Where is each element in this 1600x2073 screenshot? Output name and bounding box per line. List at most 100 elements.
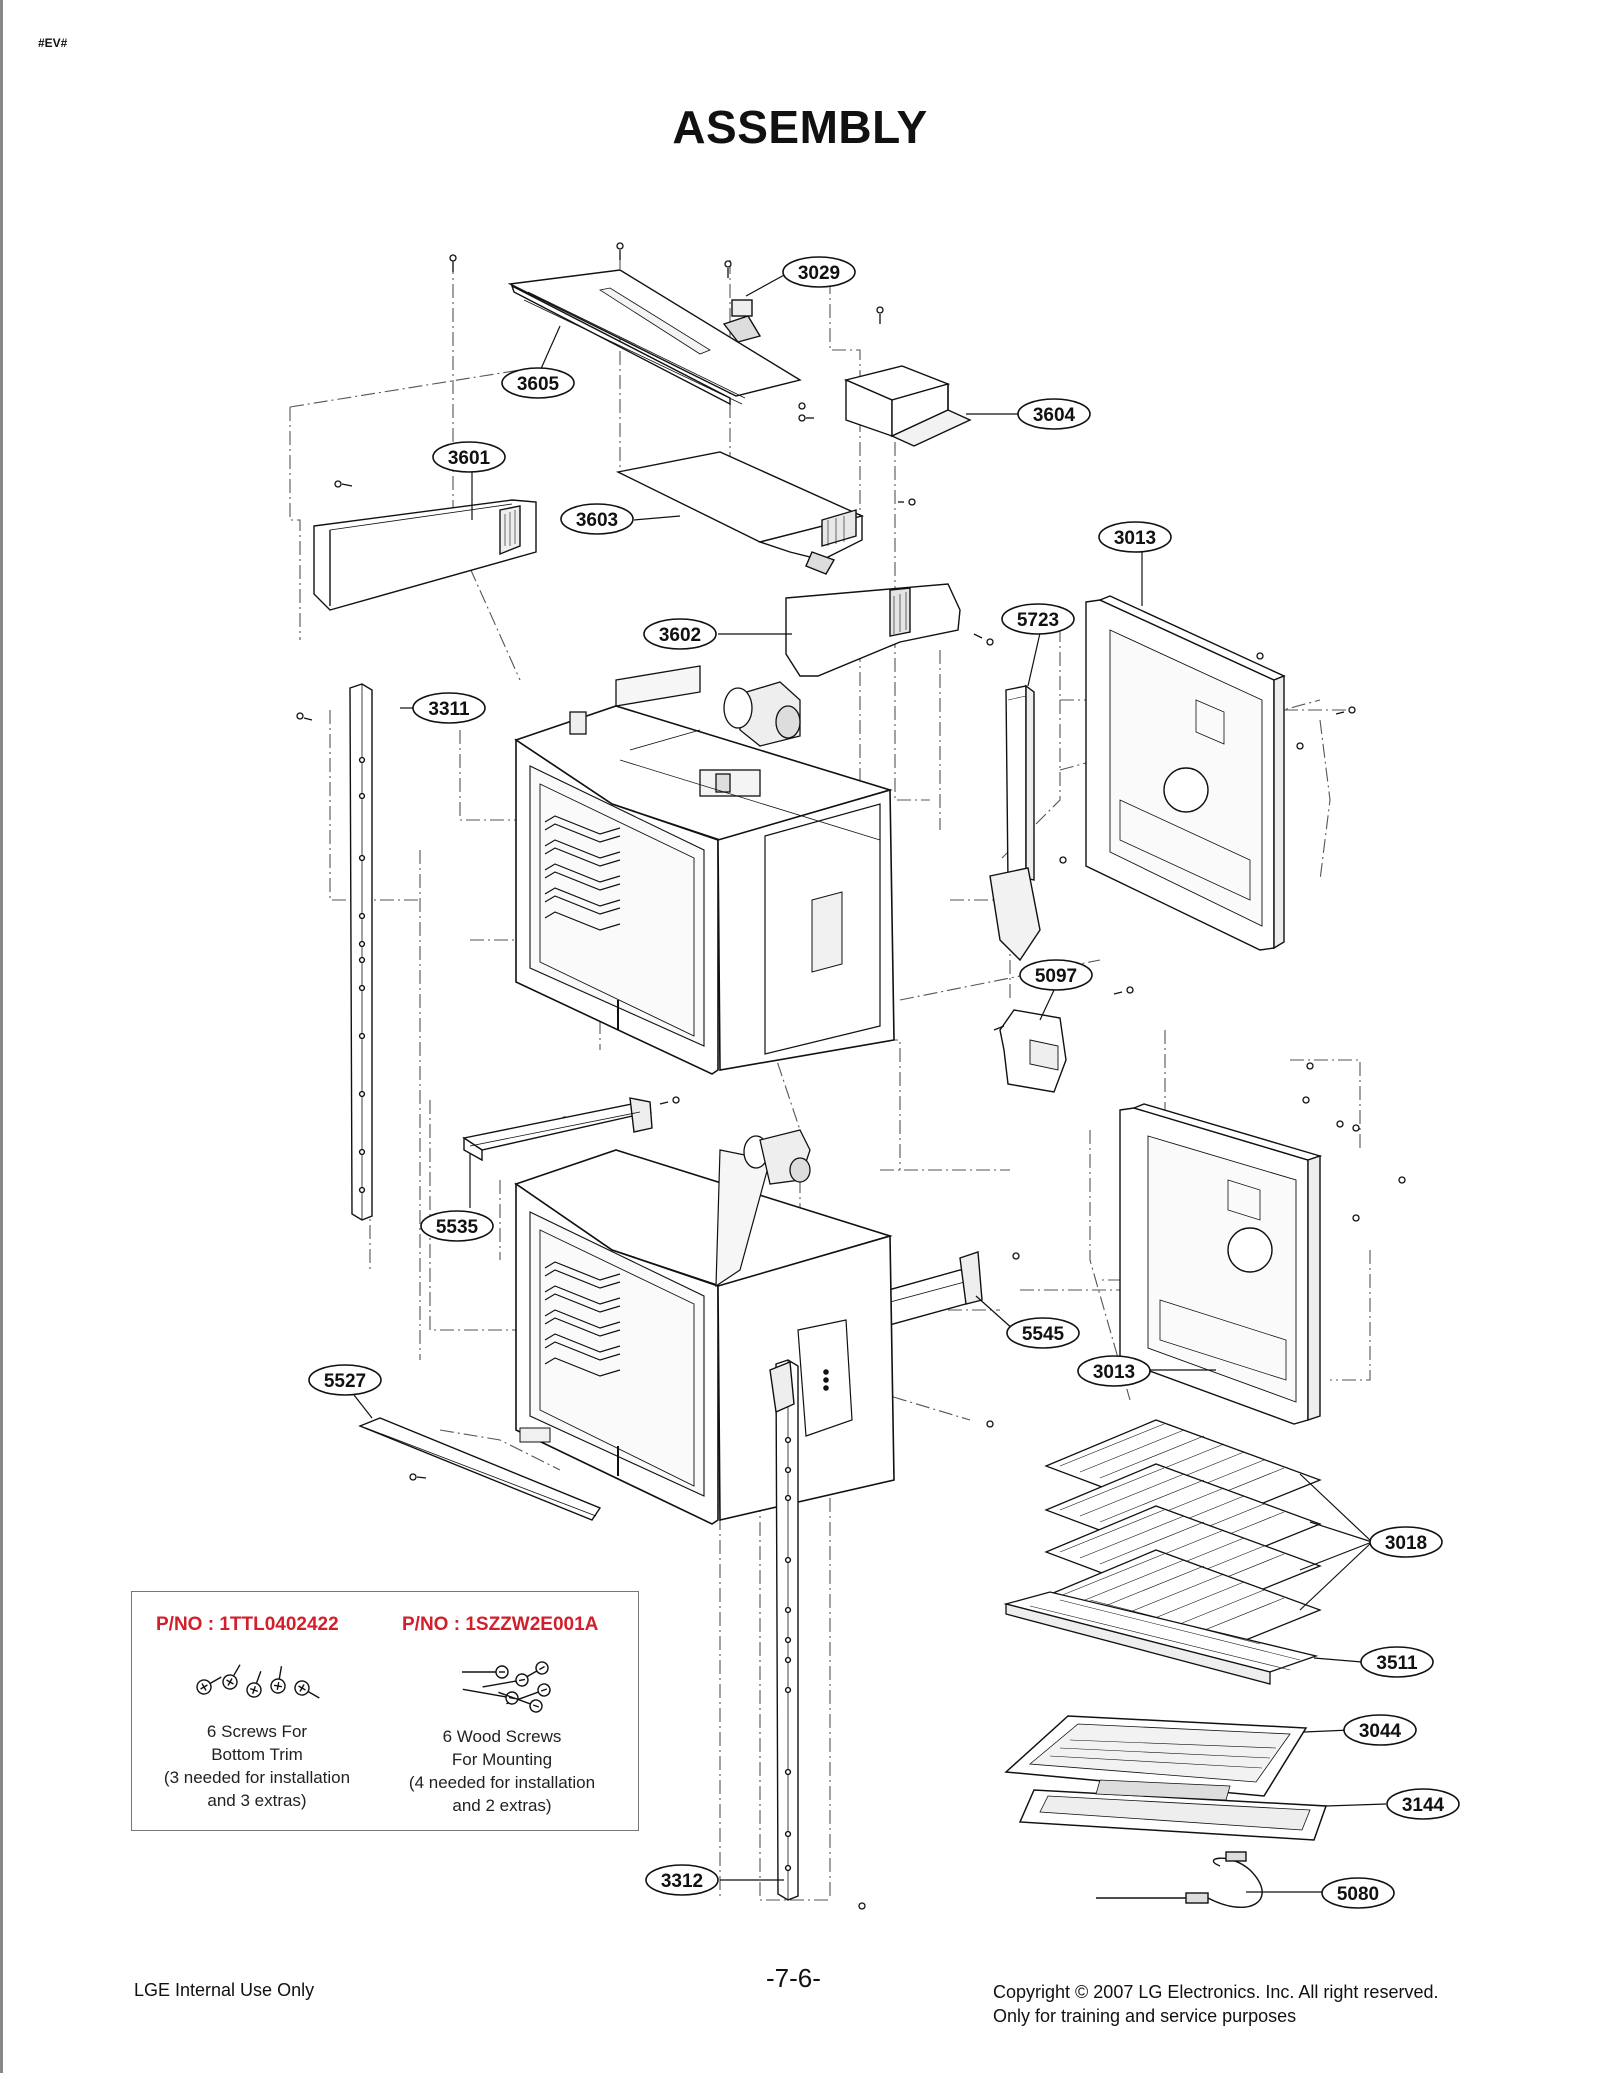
callout-5545: 5545 bbox=[1006, 1317, 1080, 1349]
callout-3013-lower: 3013 bbox=[1077, 1355, 1151, 1387]
svg-text:3511: 3511 bbox=[1376, 1653, 1418, 1674]
trim-screws-description: 6 Screws For Bottom Trim (3 needed for i… bbox=[163, 1722, 351, 1810]
svg-text:3044: 3044 bbox=[1359, 1721, 1402, 1742]
svg-text:3604: 3604 bbox=[1033, 405, 1076, 426]
screw-icon bbox=[1398, 1176, 1406, 1184]
part-3312-rail bbox=[769, 1359, 799, 1901]
part-5097-bracket bbox=[993, 1009, 1067, 1093]
callout-3029: 3029 bbox=[782, 256, 856, 288]
part-5723-duct bbox=[989, 684, 1041, 962]
upper-oven-cavity bbox=[514, 665, 895, 1075]
screw-icon bbox=[858, 1902, 866, 1910]
svg-text:3601: 3601 bbox=[448, 448, 491, 469]
corner-tag: #EV# bbox=[38, 36, 68, 50]
part-3018-oven-racks bbox=[1044, 1419, 1322, 1657]
trim-screws-icon bbox=[196, 1664, 320, 1699]
callout-3511: 3511 bbox=[1360, 1646, 1434, 1678]
part-3605-top-cover bbox=[507, 269, 802, 406]
callout-5097: 5097 bbox=[1019, 959, 1093, 991]
upper-cooling-fan-assembly bbox=[569, 665, 801, 797]
svg-text:5535: 5535 bbox=[436, 1217, 479, 1238]
screw-icon bbox=[986, 1420, 994, 1428]
callout-3018: 3018 bbox=[1369, 1526, 1443, 1558]
screw-icon bbox=[798, 402, 806, 410]
screw-icon bbox=[1352, 1214, 1360, 1222]
lower-oven-cavity bbox=[514, 1129, 895, 1525]
screw-icon bbox=[724, 260, 732, 278]
screw-icon bbox=[1306, 1062, 1314, 1070]
callout-3144: 3144 bbox=[1386, 1788, 1460, 1820]
page-title: ASSEMBLY bbox=[672, 101, 928, 153]
callout-3312: 3312 bbox=[645, 1864, 719, 1896]
svg-text:3013: 3013 bbox=[1093, 1362, 1135, 1383]
callout-5080: 5080 bbox=[1321, 1877, 1395, 1909]
screw-icon bbox=[296, 712, 313, 721]
callout-3044: 3044 bbox=[1343, 1714, 1417, 1746]
part-3013-upper-panel bbox=[1085, 595, 1286, 951]
callout-5723: 5723 bbox=[1001, 603, 1075, 635]
lower-oven-rack-guides bbox=[544, 1261, 621, 1377]
svg-text:5097: 5097 bbox=[1035, 966, 1077, 987]
part-number-trim-screws: P/NO : 1TTL0402422 bbox=[156, 1614, 339, 1635]
part-3511-gliding-rack bbox=[1003, 1591, 1319, 1685]
part-5527-bottom-trim bbox=[358, 1417, 602, 1521]
part-3602-plate bbox=[785, 583, 961, 677]
svg-text:5723: 5723 bbox=[1017, 610, 1059, 631]
wood-screws-description: 6 Wood Screws For Mounting (4 needed for… bbox=[408, 1727, 596, 1815]
training-notice-line: Only for training and service purposes bbox=[993, 2006, 1297, 2026]
svg-text:3603: 3603 bbox=[576, 510, 618, 531]
screw-icon bbox=[409, 1473, 427, 1481]
screw-kit-box: P/NO : 1TTL0402422 P/NO : 1SZZW2E001A 6 … bbox=[131, 1591, 639, 1831]
screw-icon bbox=[616, 242, 624, 260]
screw-icon bbox=[1256, 652, 1264, 660]
svg-text:5545: 5545 bbox=[1022, 1324, 1065, 1345]
screw-icon bbox=[1296, 742, 1304, 750]
footer-internal-use: LGE Internal Use Only bbox=[134, 1980, 315, 2000]
wood-screws-icon bbox=[462, 1661, 551, 1713]
screw-icon bbox=[1012, 1252, 1020, 1260]
svg-text:5080: 5080 bbox=[1337, 1884, 1379, 1905]
svg-text:3602: 3602 bbox=[659, 625, 701, 646]
part-number-wood-screws: P/NO : 1SZZW2E001A bbox=[402, 1614, 599, 1635]
screw-icon bbox=[1335, 706, 1356, 715]
callout-3311: 3311 bbox=[412, 692, 486, 724]
page-number: -7-6- bbox=[766, 1963, 821, 1993]
copyright-line: Copyright © 2007 LG Electronics. Inc. Al… bbox=[993, 1982, 1439, 2002]
screw-icon bbox=[973, 633, 994, 646]
oven-rack-guides bbox=[544, 815, 621, 931]
svg-text:3312: 3312 bbox=[661, 1871, 703, 1892]
part-5080-meat-probe bbox=[1096, 1851, 1263, 1908]
svg-text:3029: 3029 bbox=[798, 263, 840, 284]
screw-icon bbox=[1059, 856, 1067, 864]
part-3604-bracket bbox=[843, 365, 972, 447]
screw-icon bbox=[898, 498, 916, 506]
part-3601-panel bbox=[313, 499, 537, 611]
part-3013-lower-panel bbox=[1119, 1103, 1323, 1425]
callout-5535: 5535 bbox=[420, 1210, 494, 1242]
callout-3605: 3605 bbox=[501, 367, 575, 399]
page-left-edge bbox=[0, 0, 3, 2073]
callout-3604: 3604 bbox=[1017, 398, 1091, 430]
screw-icon bbox=[798, 414, 814, 422]
svg-text:3013: 3013 bbox=[1114, 528, 1156, 549]
screw-icon bbox=[1113, 986, 1134, 995]
screw-icon bbox=[1336, 1120, 1344, 1128]
svg-text:3018: 3018 bbox=[1385, 1533, 1427, 1554]
callout-3603: 3603 bbox=[560, 503, 634, 535]
part-5535-bracket bbox=[462, 1097, 653, 1162]
callout-3013-upper: 3013 bbox=[1098, 521, 1172, 553]
svg-text:3144: 3144 bbox=[1402, 1795, 1445, 1816]
part-3144-broil-pan bbox=[1018, 1779, 1328, 1841]
lower-cooling-fan-assembly bbox=[743, 1129, 811, 1185]
part-3311-rail bbox=[349, 683, 373, 1221]
oven-rack bbox=[1044, 1549, 1322, 1657]
callout-3601: 3601 bbox=[432, 441, 506, 473]
svg-text:5527: 5527 bbox=[324, 1371, 366, 1392]
callout-5527: 5527 bbox=[308, 1364, 382, 1396]
callout-3602: 3602 bbox=[643, 618, 717, 650]
screw-icon bbox=[1302, 1096, 1310, 1104]
svg-text:3311: 3311 bbox=[428, 699, 470, 720]
part-3603-tray bbox=[615, 451, 865, 575]
screw-icon bbox=[1352, 1124, 1360, 1132]
